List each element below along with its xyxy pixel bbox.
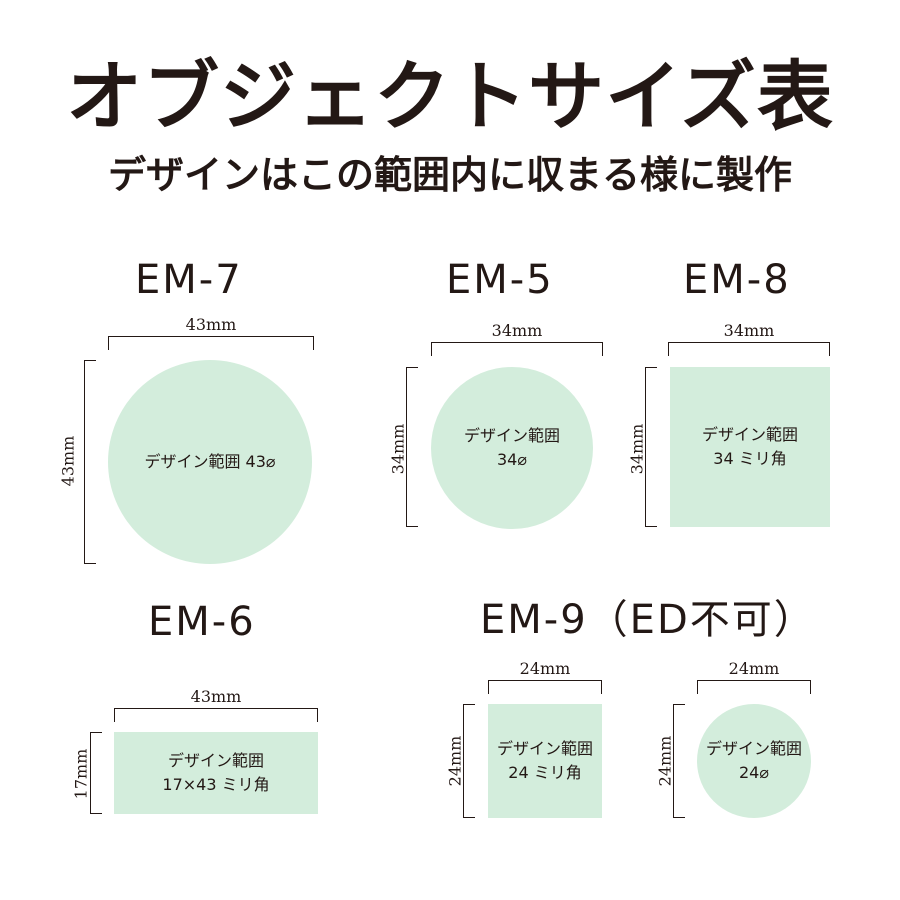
width-bracket-em7	[108, 336, 314, 350]
design-area-em9-circle: デザイン範囲 24⌀	[697, 704, 811, 818]
model-label-em6: EM-6	[148, 599, 256, 645]
height-label-em9-square: 24mm	[445, 735, 465, 787]
height-label-em8: 34mm	[627, 423, 647, 475]
height-bracket-em8	[645, 367, 657, 527]
height-bracket-em6	[90, 732, 102, 814]
design-area-em5: デザイン範囲 34⌀	[431, 367, 593, 529]
design-area-text-em8: デザイン範囲 34 ミリ角	[701, 425, 798, 468]
height-bracket-em9-circle	[673, 704, 685, 818]
height-label-em6: 17mm	[71, 748, 91, 800]
design-area-em9-square: デザイン範囲 24 ミリ角	[488, 704, 602, 818]
width-bracket-em9-circle	[697, 680, 811, 694]
width-bracket-em9-square	[488, 680, 602, 694]
width-bracket-em5	[431, 342, 603, 356]
width-label-em5: 34mm	[491, 321, 543, 340]
design-area-em7: デザイン範囲 43⌀	[108, 360, 312, 564]
height-label-em5: 34mm	[388, 423, 408, 475]
height-label-em7: 43mm	[58, 435, 78, 487]
model-label-em7: EM-7	[135, 257, 243, 303]
design-area-text-em9-circle: デザイン範囲 24⌀	[705, 739, 802, 782]
height-label-em9-circle: 24mm	[655, 735, 675, 787]
height-bracket-em7	[84, 360, 96, 564]
height-bracket-em9-square	[463, 704, 475, 818]
width-bracket-em8	[668, 342, 830, 356]
width-label-em9-square: 24mm	[519, 659, 571, 678]
width-label-em8: 34mm	[723, 321, 775, 340]
width-label-em7: 43mm	[185, 315, 237, 334]
height-bracket-em5	[406, 367, 418, 527]
model-label-em5: EM-5	[446, 257, 554, 303]
width-label-em9-circle: 24mm	[728, 659, 780, 678]
model-label-em8: EM-8	[683, 257, 791, 303]
page-subtitle: デザインはこの範囲内に収まる様に製作	[107, 153, 792, 197]
design-area-text-em6: デザイン範囲 17×43 ミリ角	[162, 751, 270, 794]
design-area-em8: デザイン範囲 34 ミリ角	[670, 367, 830, 527]
width-bracket-em6	[114, 708, 318, 722]
page-title: オブジェクトサイズ表	[66, 52, 834, 141]
design-area-text-em9-square: デザイン範囲 24 ミリ角	[496, 739, 593, 782]
width-label-em6: 43mm	[190, 687, 242, 706]
design-area-text-em5: デザイン範囲 34⌀	[463, 426, 560, 469]
design-area-text-em7: デザイン範囲 43⌀	[144, 452, 276, 471]
design-area-em6: デザイン範囲 17×43 ミリ角	[114, 732, 318, 814]
model-label-em9: EM-9（ED不可）	[480, 597, 816, 643]
